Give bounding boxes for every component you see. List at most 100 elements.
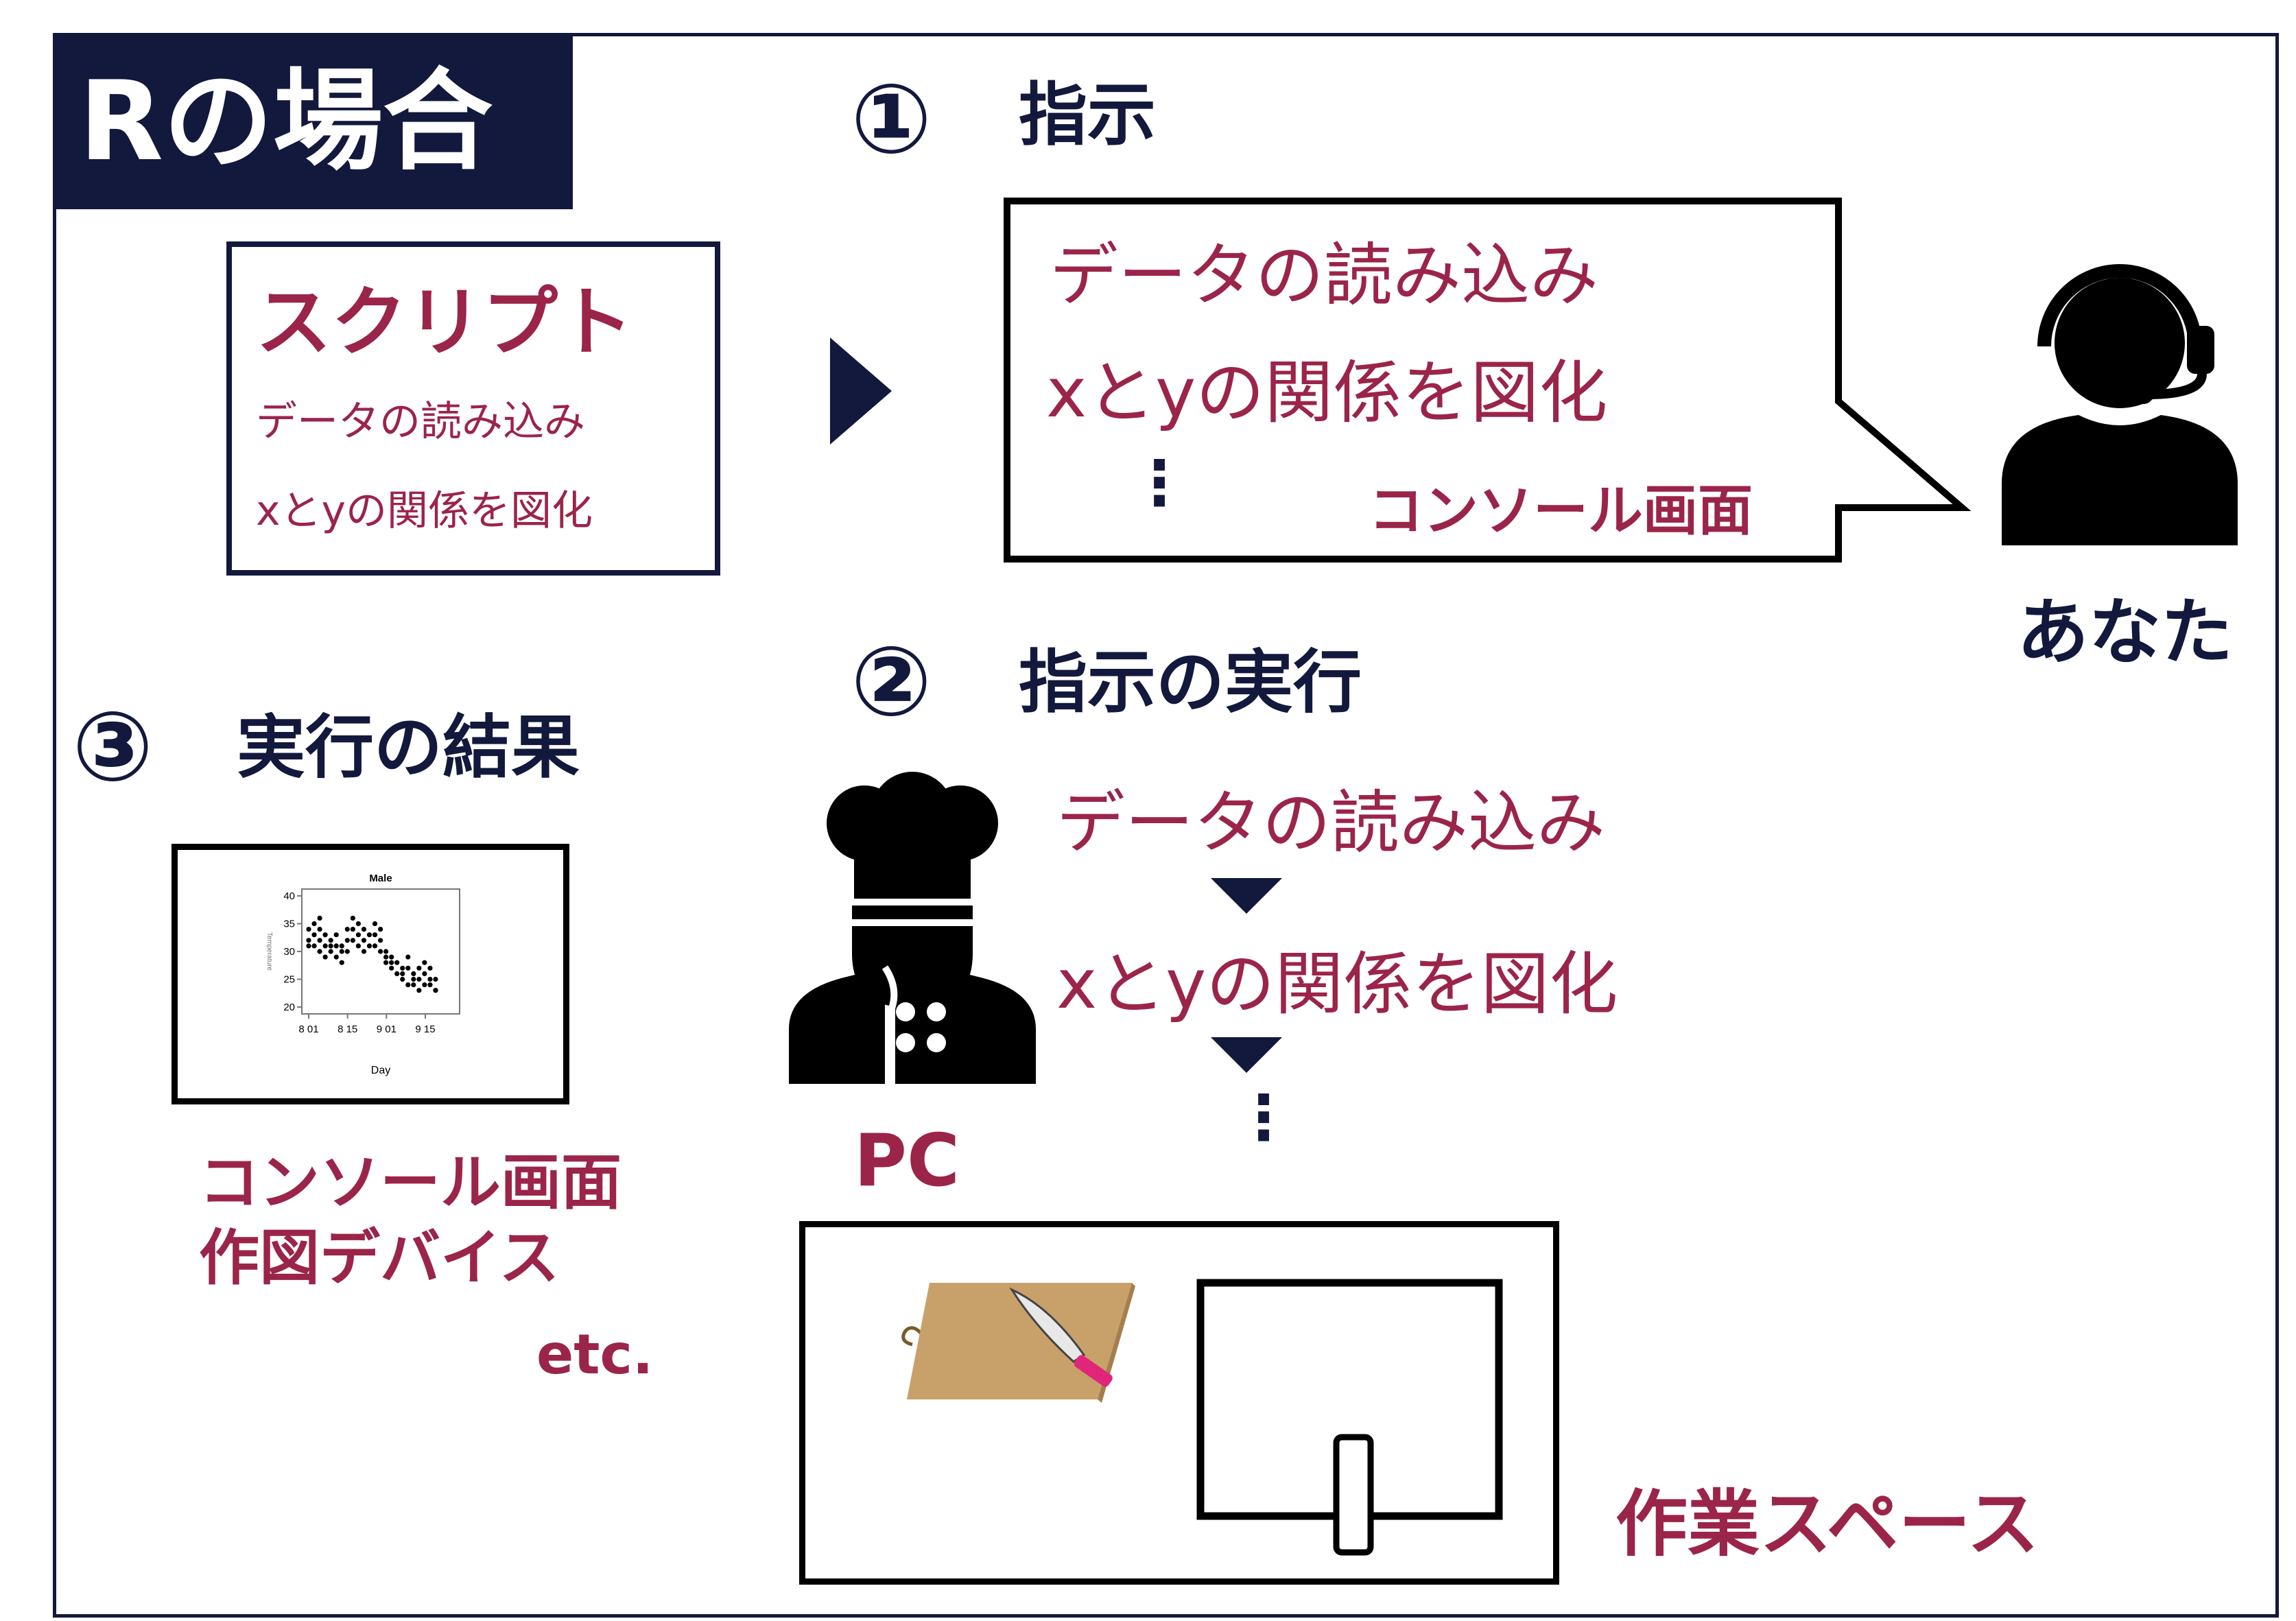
plot-point <box>400 965 405 971</box>
knife-icon <box>1009 1287 1113 1387</box>
bubble-ellipsis: ⋮ <box>1128 447 1190 519</box>
plot-point <box>366 932 372 938</box>
plot-point <box>350 915 355 921</box>
step2-number: ② <box>851 626 932 738</box>
plot-point <box>328 949 333 954</box>
plot-point <box>366 943 372 949</box>
chef-icon <box>789 772 1036 1084</box>
page-title: Rの場合 <box>53 33 573 209</box>
plot-point <box>377 949 383 954</box>
plot-point <box>317 927 322 932</box>
plot-ylabel: Temperature <box>265 932 273 971</box>
plot-point <box>361 949 367 954</box>
plot-point <box>427 976 433 982</box>
plot-point <box>377 927 383 932</box>
step1-label: 指示 <box>1019 75 1156 155</box>
bubble-caption: コンソール画面 <box>1369 479 1753 543</box>
plot-point <box>339 943 344 949</box>
down-arrow-icon-2 <box>1211 1037 1282 1073</box>
console-bubble-shape <box>1004 198 1972 563</box>
plot-point <box>328 943 333 949</box>
step3-label: 実行の結果 <box>237 707 580 788</box>
plot-point <box>411 971 416 976</box>
plot-point <box>350 927 355 932</box>
outer-frame <box>53 33 2279 1618</box>
plot-point <box>317 938 322 943</box>
plot-point <box>344 938 350 943</box>
plot-point <box>372 921 378 927</box>
plot-point <box>355 932 361 938</box>
plot-point <box>372 932 378 938</box>
plot-ytick-label: 35 <box>283 919 295 930</box>
step2-label: 指示の実行 <box>1019 642 1362 722</box>
plot-point <box>389 965 394 971</box>
plot-point <box>344 927 350 932</box>
plot-point <box>317 915 322 921</box>
plot-point <box>306 938 311 943</box>
result-scatter-plot: Male Day Temperature 40 35 30 25 20 8 01 8 15… <box>265 873 460 1076</box>
plot-point <box>416 988 422 993</box>
stove-icon <box>1196 1279 1503 1556</box>
plot-point <box>328 938 333 943</box>
plot-point <box>361 938 367 943</box>
operator-headset-icon <box>2002 264 2238 545</box>
result-output-1: コンソール画面 <box>199 1147 622 1218</box>
step3-number: ③ <box>72 691 154 803</box>
plot-point <box>333 943 339 949</box>
plot-point <box>361 927 367 932</box>
flow-step-1: データの読み込み <box>1056 783 1605 863</box>
plot-xtick-label: 8 15 <box>338 1024 357 1035</box>
plot-point <box>317 949 322 954</box>
plot-point <box>306 927 311 932</box>
workspace-box <box>799 1221 1559 1585</box>
plot-point <box>322 954 328 960</box>
plot-title: Male <box>369 873 392 884</box>
plot-point <box>416 976 422 982</box>
plot-point <box>333 932 339 938</box>
plot-point <box>389 960 394 965</box>
plot-point <box>394 960 400 965</box>
plot-point <box>422 960 427 965</box>
result-plot-frame <box>171 844 569 1104</box>
plot-point <box>322 932 328 938</box>
plot-point <box>311 921 317 927</box>
plot-point <box>416 965 422 971</box>
plot-point <box>400 976 405 982</box>
plot-point <box>355 921 361 927</box>
plot-point <box>400 971 405 976</box>
plot-point <box>433 988 438 993</box>
plot-point <box>339 960 344 965</box>
bubble-line-1: データの読み込み <box>1050 235 1598 316</box>
step1-number: ① <box>851 64 932 176</box>
plot-ytick-label: 20 <box>283 1002 295 1013</box>
plot-xtick-label: 8 01 <box>298 1024 318 1035</box>
right-arrow-icon <box>830 338 892 445</box>
flow-step-2: xとyの関係を図化 <box>1056 944 1618 1024</box>
plot-xlabel: Day <box>371 1065 390 1076</box>
plot-point <box>411 976 416 982</box>
plot-point <box>405 982 411 988</box>
plot-point <box>422 982 427 988</box>
plot-point <box>372 943 378 949</box>
workspace-label: 作業スペース <box>1616 1482 2039 1566</box>
script-line-2: xとyの関係を図化 <box>256 487 593 535</box>
plot-point <box>311 943 317 949</box>
plot-ytick-label: 30 <box>283 946 295 958</box>
flow-ellipsis: ⋮ <box>1233 1082 1294 1154</box>
plot-point <box>433 976 438 982</box>
plot-point <box>389 954 394 960</box>
plot-point <box>311 932 317 938</box>
plot-point <box>394 971 400 976</box>
bubble-line-2: xとyの関係を図化 <box>1046 353 1608 433</box>
plot-point <box>333 954 339 960</box>
plot-point <box>322 943 328 949</box>
pc-label: PC <box>854 1119 960 1203</box>
plot-point <box>344 949 350 954</box>
plot-point <box>405 954 411 960</box>
plot-ytick-label: 25 <box>283 974 295 986</box>
plot-ytick-label: 40 <box>283 890 295 902</box>
plot-xtick-label: 9 01 <box>377 1024 397 1035</box>
plot-point <box>383 949 389 954</box>
plot-point <box>377 938 383 943</box>
user-label: あなた <box>2017 591 2234 674</box>
